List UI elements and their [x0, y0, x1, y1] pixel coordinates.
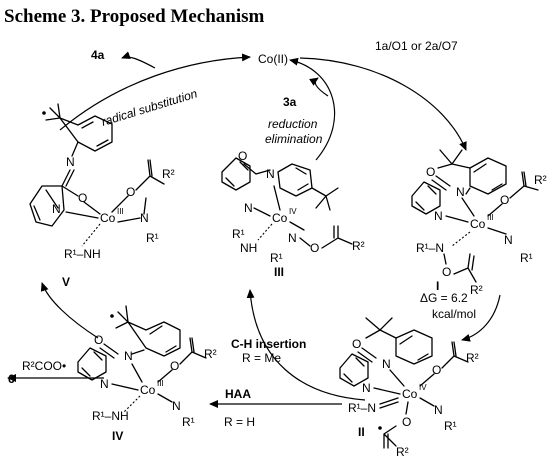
III-N-py: N — [244, 201, 253, 215]
IV-ox: III — [157, 379, 164, 388]
label-3a: 3a — [283, 95, 297, 109]
arrow-II-to-III — [246, 289, 366, 401]
IV-R1NH: R¹–NH — [92, 409, 129, 423]
I-Co: Co — [470, 217, 486, 231]
II-Co: Co — [402, 387, 418, 401]
III-ox: IV — [289, 207, 297, 216]
II-R1N: R¹–N — [348, 401, 376, 415]
structure-I: N O N Co III O R² N R¹ R¹–N O R² I — [411, 149, 547, 297]
structure-IV: N O N Co III O R² N R¹ R¹–NH IV — [77, 305, 217, 443]
V-O2: O — [126, 185, 135, 199]
label-ch-insertion: C-H insertion — [231, 337, 306, 351]
label-haa: HAA — [225, 387, 251, 401]
I-ox: III — [487, 213, 494, 222]
label-V: V — [62, 275, 70, 289]
II-N-py: N — [362, 381, 371, 395]
IV-O: O — [94, 333, 103, 347]
II-R1b: R¹ — [444, 419, 457, 433]
III-R2: R² — [352, 239, 365, 253]
V-O: O — [78, 191, 87, 205]
II-N: N — [382, 357, 391, 371]
I-O: O — [426, 165, 435, 179]
arrow-I-to-II — [461, 294, 501, 342]
III-N2: N — [288, 231, 297, 245]
label-delta-g: ΔG = 6.2 — [420, 291, 468, 305]
label-r-me: R = Me — [242, 351, 281, 365]
III-NH: NH — [240, 241, 257, 255]
arrow-V-to-co — [59, 53, 251, 131]
label-I: I — [436, 279, 439, 293]
arrow-to-4a — [121, 51, 156, 69]
II-O: O — [352, 337, 361, 351]
arrow-IV-to-V — [40, 282, 99, 339]
IV-N-py: N — [100, 377, 109, 391]
label-4a: 4a — [91, 48, 105, 62]
IV-R2: R² — [204, 347, 217, 361]
arrow-to-3a — [309, 77, 329, 97]
V-N-py: N — [52, 202, 61, 216]
V-ox: III — [117, 207, 124, 216]
I-R1b: R¹ — [520, 251, 533, 265]
V-N2: N — [140, 211, 149, 225]
V-R1NH: R¹–NH — [64, 247, 101, 261]
structure-V: N O N Co III N R¹ O R² R¹–NH V — [29, 103, 175, 289]
V-R2: R² — [162, 167, 175, 181]
I-N: N — [456, 185, 465, 199]
I-N2: N — [504, 233, 513, 247]
I-R2b: R² — [470, 283, 483, 297]
label-IV: IV — [112, 429, 123, 443]
IV-N: N — [124, 349, 133, 363]
III-O2: O — [310, 241, 319, 255]
II-ox: IV — [419, 383, 427, 392]
II-R2: R² — [466, 351, 479, 365]
label-elimination: elimination — [265, 132, 323, 146]
cobalt-ii-label: Co(II) — [258, 52, 288, 66]
III-N: N — [266, 167, 275, 181]
IV-O2: O — [170, 359, 179, 373]
label-r-h: R = H — [224, 415, 255, 429]
I-O2: O — [500, 193, 509, 207]
III-Co: Co — [272, 211, 288, 225]
III-O: O — [238, 149, 247, 163]
label-kcal: kcal/mol — [432, 307, 476, 321]
label-reduction: reduction — [268, 117, 318, 131]
label-reagents: 1a/O1 or 2a/O7 — [375, 39, 458, 53]
label-radical-substitution: radical substitution — [100, 86, 199, 129]
I-N-py: N — [434, 209, 443, 223]
label-r2coo: R²COO• — [22, 359, 66, 373]
II-O3: O — [402, 415, 411, 429]
III-R1b: R¹ — [270, 251, 283, 265]
I-R2: R² — [534, 173, 547, 187]
V-R1b: R¹ — [146, 231, 159, 245]
I-R1N: R¹–N — [416, 241, 444, 255]
IV-N2: N — [172, 399, 181, 413]
III-R1a: R¹ — [232, 227, 245, 241]
II-O2: O — [432, 363, 441, 377]
label-III: III — [274, 265, 284, 279]
arrow-III-to-co — [289, 57, 336, 161]
II-N2: N — [434, 403, 443, 417]
structure-III: O N N Co IV N O R² R¹ NH R¹ III — [221, 149, 365, 279]
label-6: 6 — [8, 372, 15, 386]
IV-Co: Co — [140, 383, 156, 397]
scheme-title: Scheme 3. Proposed Mechanism — [4, 6, 265, 27]
arrow-co-to-I — [299, 57, 467, 151]
V-Co: Co — [100, 211, 116, 225]
I-O3: O — [442, 265, 451, 279]
structure-II: N O N Co IV O R² N R¹ R¹–N O R² II — [339, 317, 479, 458]
label-II: II — [358, 425, 365, 439]
IV-R1b: R¹ — [182, 415, 195, 429]
V-N: N — [66, 155, 75, 169]
II-R2b: R² — [396, 445, 409, 458]
